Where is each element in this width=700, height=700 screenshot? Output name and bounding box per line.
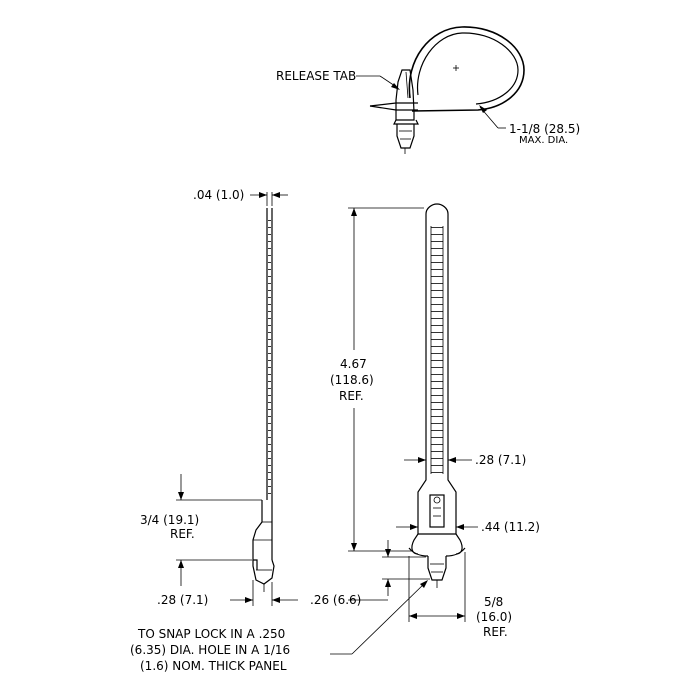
length-metric: (118.6)	[330, 373, 374, 387]
side-view: .04 (1.0) 3/4 (19.1) REF. .28 (7.1)	[140, 188, 298, 607]
panel-note-line-1: TO SNAP LOCK IN A .250	[137, 627, 285, 641]
release-tab-callout: RELEASE TAB	[276, 69, 400, 90]
base-width-ref: REF.	[483, 625, 508, 639]
side-base-width-value: .28 (7.1)	[157, 593, 208, 607]
base-width-value: 5/8	[484, 595, 503, 609]
head-height-value: 3/4 (19.1)	[140, 513, 199, 527]
panel-note-line-2: (6.35) DIA. HOLE IN A 1/16	[130, 643, 290, 657]
max-diameter-callout: 1-1/8 (28.5) MAX. DIA.	[479, 105, 580, 146]
base-width-dimension: 5/8 (16.0) REF.	[408, 552, 512, 639]
panel-note-callout: TO SNAP LOCK IN A .250 (6.35) DIA. HOLE …	[130, 580, 428, 673]
front-view: 4.67 (118.6) REF. .28 (7.1) .44 (11.2)	[130, 203, 540, 673]
length-dimension: 4.67 (118.6) REF.	[330, 207, 424, 552]
strap-width-value: .28 (7.1)	[475, 453, 526, 467]
side-base-width-dimension: .28 (7.1)	[157, 580, 298, 607]
panel-note-line-3: (1.6) NOM. THICK PANEL	[140, 659, 287, 673]
thickness-dimension: .04 (1.0)	[193, 188, 288, 206]
strap-width-dimension: .28 (7.1)	[404, 453, 526, 467]
side-base-depth-dimension: .26 (6.6)	[310, 540, 430, 607]
length-value: 4.67	[340, 357, 367, 371]
base-width-metric: (16.0)	[476, 610, 512, 624]
thickness-value: .04 (1.0)	[193, 188, 244, 202]
side-base-depth-value: .26 (6.6)	[310, 593, 361, 607]
head-height-dimension: 3/4 (19.1) REF.	[140, 474, 262, 586]
head-width-value: .44 (11.2)	[481, 520, 540, 534]
top-view-looped-tie: RELEASE TAB 1-1/8 (28.5) MAX. DIA.	[276, 26, 580, 154]
head-width-dimension: .44 (11.2)	[396, 520, 540, 534]
release-tab-label: RELEASE TAB	[276, 69, 356, 83]
max-diameter-note: MAX. DIA.	[519, 135, 568, 146]
center-mark	[453, 65, 459, 71]
max-diameter-value: 1-1/8 (28.5)	[509, 122, 580, 136]
length-ref: REF.	[339, 389, 364, 403]
head-height-ref: REF.	[170, 527, 195, 541]
